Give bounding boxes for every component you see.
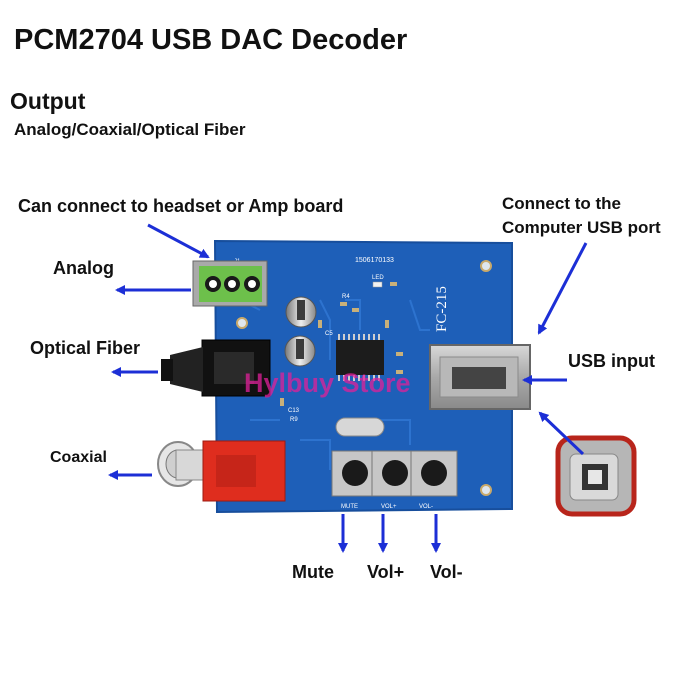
led xyxy=(372,281,383,288)
computer-callout-line1: Connect to the xyxy=(502,194,621,213)
mute-silk-label: MUTE xyxy=(341,504,358,510)
optical-connector xyxy=(161,339,271,397)
computer-usb-callout: Connect to the Computer USB port xyxy=(502,192,661,240)
board-component-text: R4 xyxy=(342,294,350,300)
vol-down-callout: Vol- xyxy=(430,562,463,582)
page-title: PCM2704 USB DAC Decoder xyxy=(14,24,408,56)
usb-port xyxy=(429,344,531,410)
analog-callout: Analog xyxy=(53,258,114,278)
computer-arrow xyxy=(537,242,588,335)
mute-button xyxy=(331,450,379,497)
crystal-oscillator xyxy=(335,417,385,437)
capacitor xyxy=(284,335,316,367)
inset-arrow xyxy=(538,411,585,456)
vol-up-callout: Vol+ xyxy=(367,562,405,582)
vol-up-silk-label: VOL+ xyxy=(381,504,397,510)
board-component-text: R9 xyxy=(290,417,298,423)
board-led-text: LED xyxy=(372,275,384,281)
coaxial-callout: Coaxial xyxy=(50,449,107,466)
vol-down-button xyxy=(410,450,458,497)
computer-callout-line2: Computer USB port xyxy=(502,218,661,237)
smd-components xyxy=(280,282,403,406)
store-watermark: Hylbuy Store xyxy=(244,368,411,398)
callout-arrows xyxy=(108,223,588,553)
vol-down-silk-label: VOL- xyxy=(419,504,433,510)
usb-input-callout: USB input xyxy=(568,351,655,371)
capacitor xyxy=(285,296,317,328)
output-types: Analog/Coaxial/Optical Fiber xyxy=(14,120,246,139)
output-heading: Output xyxy=(10,88,86,114)
vol-up-button xyxy=(371,450,419,497)
usb-cable-inset xyxy=(555,435,637,517)
mute-callout: Mute xyxy=(292,562,334,582)
analog-jack xyxy=(192,260,268,307)
pcm2704-chip xyxy=(336,334,384,381)
optical-callout: Optical Fiber xyxy=(30,338,141,358)
board-model-text: FC-215 xyxy=(434,286,450,332)
headset-callout: Can connect to headset or Amp board xyxy=(18,196,344,216)
board-component-text: C13 xyxy=(288,408,300,414)
coaxial-connector xyxy=(157,440,286,502)
headset-arrow xyxy=(147,223,210,259)
board-component-text: C5 xyxy=(325,331,333,337)
board-serial-text: 1506170133 xyxy=(355,257,394,264)
